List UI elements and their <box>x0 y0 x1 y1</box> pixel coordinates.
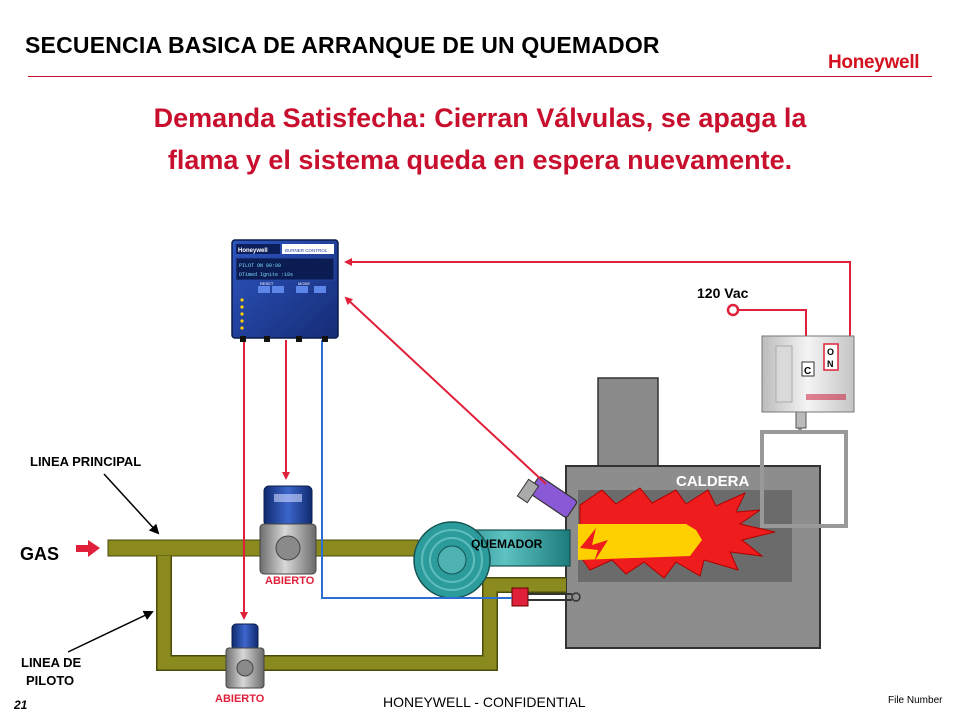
pilot-gas-line-outline <box>156 556 566 671</box>
pilot-line-label-2: PILOTO <box>26 673 74 688</box>
headline-line-2: flama y el sistema queda en espera nueva… <box>167 145 793 175</box>
pilot-spark <box>580 528 608 562</box>
controller-display-line-1: PILOT ON 00:00 <box>239 263 281 269</box>
main-line-label: LINEA PRINCIPAL <box>30 454 141 469</box>
flame-signal-wire <box>321 340 512 599</box>
headline-line-1: Demanda Satisfecha: Cierran Válvulas, se… <box>153 103 807 133</box>
honeywell-logo: Honeywell <box>828 52 920 73</box>
flame-sensor <box>516 476 578 518</box>
flame-core <box>578 524 702 560</box>
controller-display-line-2: DTimed Ignite :10s <box>239 272 293 278</box>
controller-reset-label: RESET <box>260 281 274 286</box>
headline: Demanda Satisfecha: Cierran Válvulas, se… <box>60 97 900 181</box>
main-line-pointer <box>103 473 160 535</box>
burner-label: QUEMADOR <box>471 537 543 551</box>
pilot-line-label-1: LINEA DE <box>21 655 82 670</box>
switch-terminal-c: C <box>804 366 811 377</box>
controller-mode-label: MODE <box>298 281 310 286</box>
controller-brand: Honeywell <box>238 248 268 254</box>
boiler-label: CALDERA <box>676 473 749 490</box>
voltage-label: 120 Vac <box>697 285 749 301</box>
slide-title: SECUENCIA BASICA DE ARRANQUE DE UN QUEMA… <box>25 32 660 58</box>
confidential-notice: HONEYWELL - CONFIDENTIAL <box>383 694 586 710</box>
controller-model-label: BURNER CONTROL <box>285 248 328 253</box>
title-divider <box>28 76 932 77</box>
chimney <box>597 377 659 469</box>
pilot-line-pointer <box>67 610 154 653</box>
pilot-gas-line <box>157 556 566 670</box>
gas-label: GAS <box>20 544 59 564</box>
main-valve-status: ABIERTO <box>265 575 315 587</box>
limit-switch <box>760 335 855 528</box>
file-number: File Number <box>888 695 943 706</box>
supply-terminal <box>726 303 740 317</box>
page-number: 21 <box>14 698 28 712</box>
gas-inlet-arrow <box>76 540 100 557</box>
limit-to-controller-wire <box>344 258 851 338</box>
pilot-igniter <box>511 587 581 607</box>
pilot-valve-status: ABIERTO <box>215 693 265 705</box>
sensor-to-controller-wire <box>344 296 547 485</box>
switch-terminal-o: O <box>827 347 834 357</box>
switch-terminal-n: N <box>827 359 834 369</box>
main-gas-valve <box>259 485 317 575</box>
pilot-gas-valve <box>225 623 265 689</box>
supply-wire <box>736 309 807 338</box>
burner-controller <box>231 239 339 342</box>
